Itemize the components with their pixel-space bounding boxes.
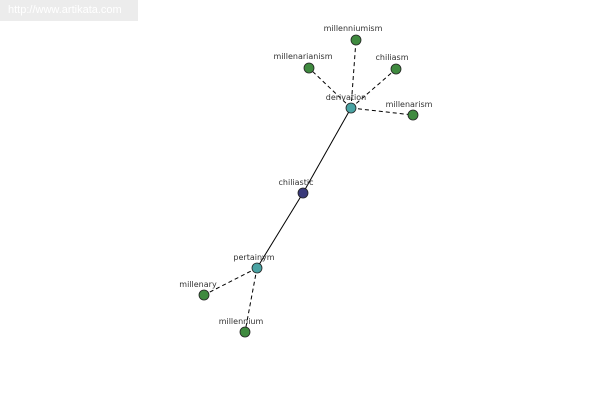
node-label-millenary[interactable]: millenary <box>179 280 217 289</box>
node-chiliastic[interactable] <box>297 187 309 199</box>
edges-layer <box>203 39 414 333</box>
node-label-millennium[interactable]: millennium <box>219 317 264 326</box>
edge-derivation-millenarianism <box>308 67 352 109</box>
source-link[interactable]: http://www.artikata.com <box>0 0 138 21</box>
node-pertainym[interactable] <box>251 262 263 274</box>
node-millenary[interactable] <box>198 289 210 301</box>
node-label-derivation[interactable]: derivation <box>326 93 366 102</box>
node-derivation[interactable] <box>345 102 357 114</box>
node-label-pertainym[interactable]: pertainym <box>233 253 274 262</box>
node-millennium[interactable] <box>239 326 251 338</box>
edge-derivation-millenniumism <box>350 39 357 109</box>
edge-pertainym-millenary <box>203 267 258 296</box>
node-millenarism[interactable] <box>407 109 419 121</box>
node-chiliasm[interactable] <box>390 63 402 75</box>
edge-derivation-chiliasm <box>350 68 397 109</box>
node-label-millenniumism[interactable]: millenniumism <box>324 24 383 33</box>
edge-chiliastic-pertainym <box>256 192 304 269</box>
node-label-millenarism[interactable]: millenarism <box>386 100 433 109</box>
edge-derivation-millenarism <box>350 107 414 116</box>
edge-chiliastic-derivation <box>302 107 352 194</box>
node-label-chiliasm[interactable]: chiliasm <box>376 53 409 62</box>
edge-pertainym-millennium <box>244 267 258 333</box>
labels-layer: chiliastic derivation pertainym millenniumi… <box>179 24 432 326</box>
node-label-chiliastic[interactable]: chiliastic <box>279 178 314 187</box>
node-millenniumism[interactable] <box>350 34 362 46</box>
node-millenarianism[interactable] <box>303 62 315 74</box>
nodes-layer <box>198 34 419 338</box>
node-label-millenarianism[interactable]: millenarianism <box>273 52 332 61</box>
